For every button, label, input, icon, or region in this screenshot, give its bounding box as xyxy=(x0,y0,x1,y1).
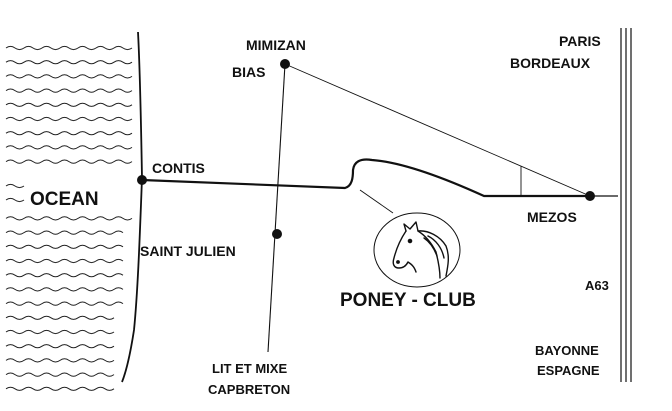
wave-line xyxy=(5,386,115,391)
wave-line xyxy=(5,74,133,79)
road-contis-mezos xyxy=(141,158,590,198)
wave-line xyxy=(5,116,133,122)
road-bias-mezos xyxy=(284,63,591,197)
wave-line xyxy=(5,258,124,264)
label-bayonne: BAYONNE xyxy=(535,343,599,358)
label-poney-club: PONEY - CLUB xyxy=(340,290,476,311)
label-bordeaux: BORDEAUX xyxy=(510,55,591,71)
wave-line xyxy=(5,131,133,136)
label-saint-julien: SAINT JULIEN xyxy=(140,243,236,259)
wave-line xyxy=(5,344,115,349)
wave-line xyxy=(5,287,124,292)
wave-line xyxy=(5,102,133,107)
label-paris: PARIS xyxy=(559,33,601,49)
wave-line xyxy=(5,45,133,51)
label-ocean: OCEAN xyxy=(30,189,99,210)
label-a63: A63 xyxy=(585,278,609,293)
label-contis: CONTIS xyxy=(152,160,205,176)
coastline xyxy=(121,31,143,383)
label-bias: BIAS xyxy=(232,64,265,80)
town-dot-contis xyxy=(137,175,147,185)
wave-line xyxy=(5,273,124,278)
wave-line xyxy=(5,183,25,189)
label-lit-et-mixe: LIT ET MIXE xyxy=(212,361,287,376)
wave-line xyxy=(5,301,124,306)
label-capbreton: CAPBRETON xyxy=(208,382,290,397)
wave-line xyxy=(5,244,124,249)
wave-line xyxy=(5,372,115,377)
wave-line xyxy=(5,329,115,335)
wave-line xyxy=(5,145,133,150)
wave-line xyxy=(5,358,115,363)
label-mimizan: MIMIZAN xyxy=(246,37,306,53)
label-espagne: ESPAGNE xyxy=(537,363,600,378)
poney-club-pointer xyxy=(359,189,394,214)
road-north-south xyxy=(267,63,286,353)
wave-line xyxy=(5,159,133,164)
wave-line xyxy=(5,88,133,93)
poney-club-emblem xyxy=(373,212,461,288)
town-dot-bias xyxy=(280,59,290,69)
town-dot-saint-julien xyxy=(272,229,282,239)
wave-line xyxy=(5,197,25,203)
ocean-waves xyxy=(5,45,133,391)
wave-line xyxy=(5,216,133,221)
horse-head-icon xyxy=(392,221,449,279)
wave-line xyxy=(5,60,133,65)
label-mezos: MEZOS xyxy=(527,209,577,225)
town-dot-mezos xyxy=(585,191,595,201)
wave-line xyxy=(5,315,115,320)
wave-line xyxy=(5,230,124,235)
